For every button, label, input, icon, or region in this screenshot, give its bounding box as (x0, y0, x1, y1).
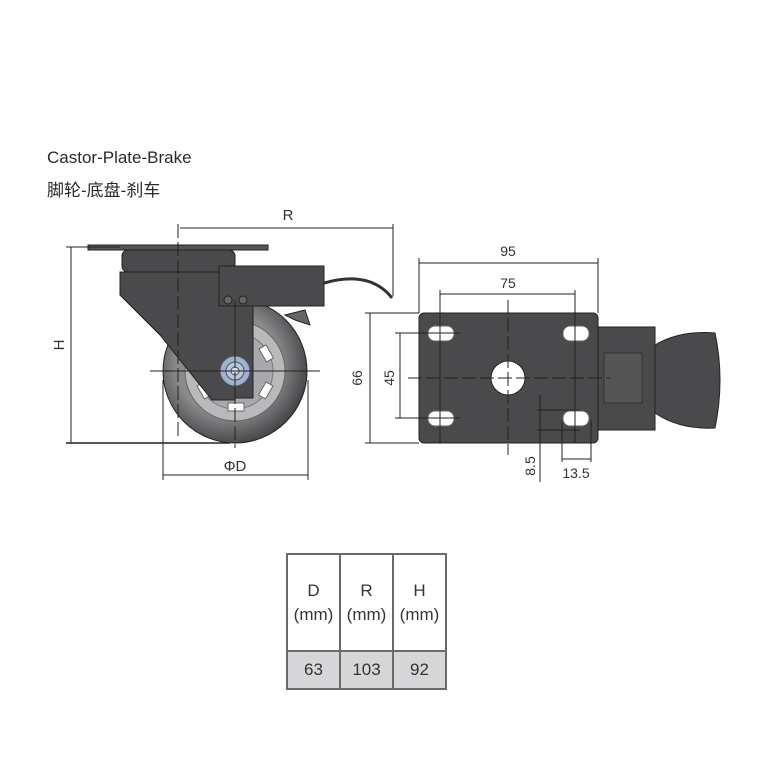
value-h: 92 (392, 650, 447, 690)
dim-label-95: 95 (500, 243, 516, 259)
header-name: H (413, 580, 426, 600)
header-unit: (mm) (346, 604, 387, 624)
side-view (66, 224, 394, 480)
title-chinese: 脚轮-底盘-刹车 (47, 181, 161, 200)
plan-view (365, 258, 721, 482)
brake-lever (323, 277, 394, 299)
header-unit: (mm) (293, 604, 334, 624)
header-name: D (307, 580, 320, 600)
dim-label-r: R (283, 207, 294, 224)
brake-bracket (218, 265, 325, 307)
table-row: 63 103 92 (286, 650, 447, 690)
title-english: Castor-Plate-Brake (47, 148, 192, 167)
header-r: R (mm) (339, 553, 394, 652)
table-header-row: D (mm) R (mm) H (mm) (286, 553, 447, 652)
dim-label-8-5: 8.5 (522, 456, 538, 476)
dim-label-d: ΦD (224, 458, 247, 475)
header-d: D (mm) (286, 553, 341, 652)
dim-label-45: 45 (381, 370, 397, 386)
dim-label-13-5: 13.5 (562, 465, 589, 481)
brake-pedal (654, 332, 721, 429)
dim-label-h: H (51, 340, 68, 351)
value-r: 103 (339, 650, 394, 690)
dim-label-75: 75 (500, 275, 516, 291)
header-unit: (mm) (399, 604, 440, 624)
dim-label-66: 66 (349, 370, 365, 386)
header-name: R (360, 580, 373, 600)
value-d: 63 (286, 650, 341, 690)
header-h: H (mm) (392, 553, 447, 652)
spec-table: D (mm) R (mm) H (mm) 63 103 92 (286, 553, 447, 690)
